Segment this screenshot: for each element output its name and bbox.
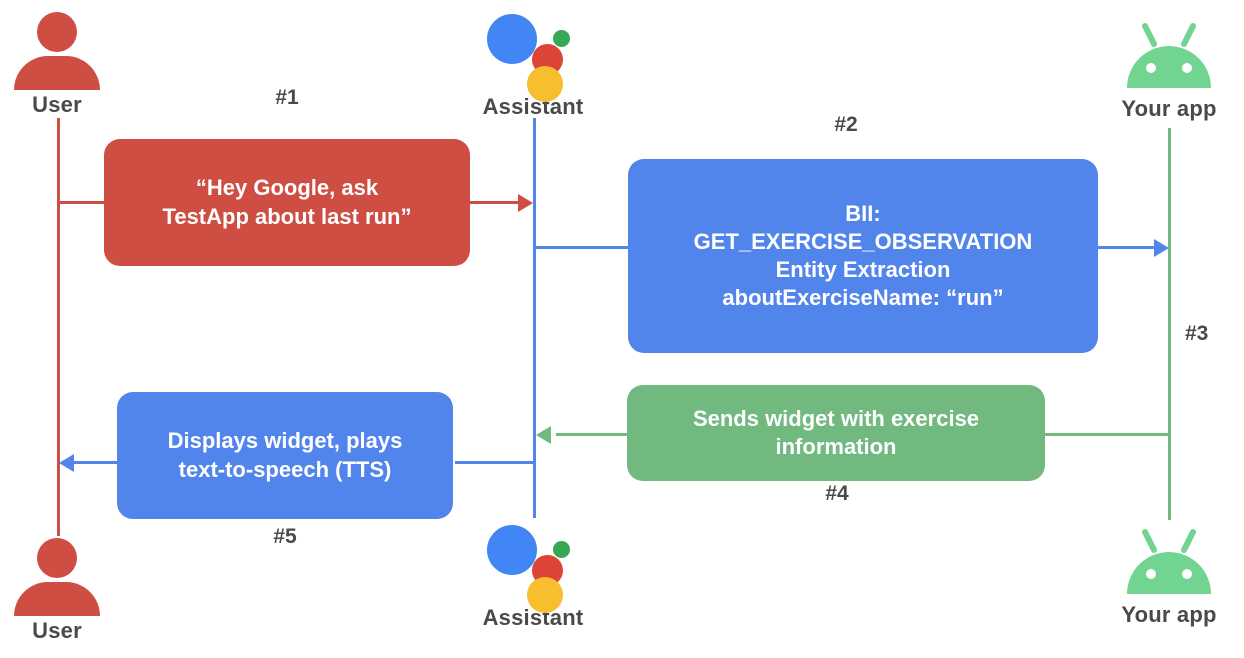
- step-number-4: #4: [825, 482, 849, 505]
- message-box-step2: BII: GET_EXERCISE_OBSERVATION Entity Ext…: [628, 159, 1098, 353]
- google-assistant-icon: [485, 8, 581, 102]
- user-head-shape: [37, 538, 77, 578]
- assistant-dot-yellow: [527, 577, 563, 613]
- message-box-step4: Sends widget with exercise information: [627, 385, 1045, 481]
- assistant-dot-blue: [487, 14, 537, 64]
- step-number-1: #1: [275, 86, 299, 109]
- connector-step4-arrowhead: [536, 426, 551, 444]
- actor-label: Your app: [1121, 602, 1217, 627]
- user-icon: [14, 12, 100, 90]
- android-robot-icon: [1121, 528, 1217, 598]
- assistant-dot-green: [553, 30, 570, 47]
- connector-step4-line-right: [1044, 433, 1169, 436]
- connector-step5-line-right: [455, 461, 534, 464]
- connector-step5-line-left: [74, 461, 122, 464]
- step-number-2: #2: [834, 113, 858, 136]
- lifeline-assistant: [533, 118, 536, 518]
- message-text: Displays widget, plays text-to-speech (T…: [167, 428, 403, 482]
- android-robot-icon: [1121, 22, 1217, 92]
- actor-assistant-bottom: Assistant: [458, 519, 608, 629]
- actor-your-app-bottom: Your app: [1094, 528, 1244, 626]
- connector-step2-line-right: [1094, 246, 1156, 249]
- user-body-shape: [14, 56, 100, 90]
- step-number-5: #5: [273, 525, 297, 548]
- user-icon: [14, 538, 100, 616]
- assistant-dot-green: [553, 541, 570, 558]
- connector-step2-line-left: [533, 246, 638, 249]
- message-box-step5: Displays widget, plays text-to-speech (T…: [117, 392, 453, 519]
- message-box-step1: “Hey Google, ask TestApp about last run”: [104, 139, 470, 266]
- connector-step2-arrowhead: [1154, 239, 1169, 257]
- message-text: Sends widget with exercise information: [692, 405, 980, 459]
- step-number-3: #3: [1185, 322, 1209, 345]
- actor-user-top: User: [0, 12, 132, 116]
- user-head-shape: [37, 12, 77, 52]
- actor-label: User: [32, 92, 82, 117]
- message-text: BII: GET_EXERCISE_OBSERVATION Entity Ext…: [693, 200, 1033, 311]
- actor-your-app-top: Your app: [1094, 22, 1244, 120]
- google-assistant-icon: [485, 519, 581, 613]
- actor-user-bottom: User: [0, 538, 132, 642]
- connector-step5-arrowhead: [59, 454, 74, 472]
- actor-label: User: [32, 618, 82, 643]
- actor-label: Assistant: [482, 605, 584, 630]
- lifeline-your-app: [1168, 128, 1171, 520]
- connector-step4-line-left: [556, 433, 630, 436]
- lifeline-user: [57, 118, 60, 536]
- assistant-dot-yellow: [527, 66, 563, 102]
- actor-assistant-top: Assistant: [458, 8, 608, 118]
- user-body-shape: [14, 582, 100, 616]
- actor-label: Assistant: [482, 94, 584, 119]
- assistant-dot-blue: [487, 525, 537, 575]
- message-text: “Hey Google, ask TestApp about last run”: [162, 175, 412, 229]
- connector-step1-arrowhead: [518, 194, 533, 212]
- actor-label: Your app: [1121, 96, 1217, 121]
